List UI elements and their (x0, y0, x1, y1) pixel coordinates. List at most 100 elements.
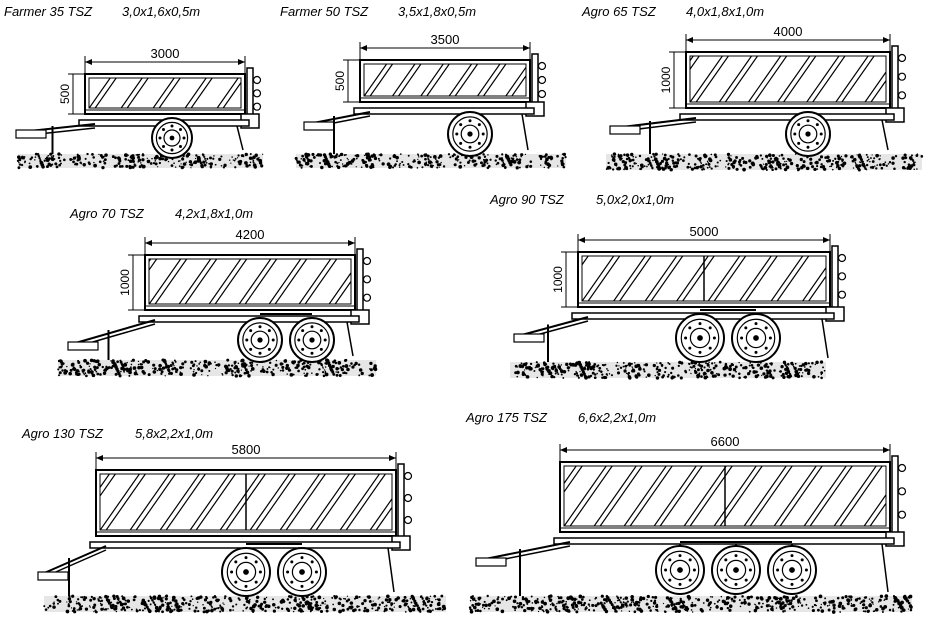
gravel-dot (48, 604, 52, 608)
gravel-dot (625, 605, 628, 608)
gravel-dot (97, 362, 102, 367)
gravel-dot (440, 161, 442, 164)
gravel-dot (301, 367, 304, 371)
hatch-stripe (500, 462, 549, 532)
gravel-dot (677, 374, 680, 377)
tailgate-post (246, 67, 254, 119)
gravel-dot (678, 154, 681, 158)
gravel-dot (434, 607, 437, 610)
gravel-dot (766, 600, 769, 602)
gravel-dot (841, 158, 844, 162)
gravel-dot (841, 596, 845, 600)
gravel-dot (652, 363, 656, 368)
gravel-dot (119, 602, 124, 607)
gravel-dot (709, 596, 712, 598)
hatch-stripe (690, 56, 724, 102)
gravel-dot (196, 601, 199, 603)
gravel-dot (761, 374, 763, 377)
wheel-bolt (477, 141, 481, 145)
gravel-dot (390, 608, 394, 612)
gravel-dot (883, 605, 888, 609)
gravel-dot (552, 362, 555, 365)
gravel-dot (754, 374, 759, 379)
gravel-dot (108, 602, 111, 604)
gravel-dot (285, 366, 289, 371)
hatch-stripe (345, 474, 387, 530)
gravel-dot (20, 155, 25, 160)
gravel-dot (653, 599, 657, 602)
gravel-dot (868, 603, 873, 608)
gravel-dot (630, 152, 634, 157)
gravel-dot (679, 158, 682, 161)
gravel-dot (577, 608, 579, 610)
gravel-dot (789, 373, 791, 376)
gravel-dot (66, 365, 68, 368)
gravel-dot (785, 595, 789, 600)
gravel-dot (272, 609, 276, 613)
gravel-dot (297, 609, 300, 612)
gravel-dot (259, 369, 263, 373)
gravel-dot (735, 370, 737, 373)
gravel-dot (471, 595, 475, 598)
gravel-dot (754, 604, 757, 606)
gravel-dot (514, 609, 517, 612)
wheel-bolt (301, 347, 305, 351)
gravel-dot (683, 156, 686, 159)
hatch-stripe (587, 60, 616, 102)
gravel-dot (347, 159, 349, 161)
gravel-dot (741, 595, 744, 598)
gravel-dot (93, 368, 97, 372)
gravel-dot (743, 600, 747, 605)
gravel-dot (93, 603, 97, 607)
wheel-bolt (459, 123, 463, 127)
gravel-dot (616, 361, 619, 364)
gravel-dot (518, 158, 522, 162)
gravel-dot (76, 609, 79, 611)
wheel-rim (452, 116, 488, 152)
gravel-dot (592, 368, 595, 371)
gravel-dot (237, 362, 240, 365)
wheel-bolt (720, 568, 724, 572)
gravel-dot (208, 369, 211, 372)
gravel-dot (780, 364, 784, 369)
gravel-dot (636, 363, 641, 368)
gravel-dot (516, 602, 519, 605)
gravel-dot (690, 609, 693, 611)
gravel-dot (843, 607, 846, 610)
hitch-eye (15, 129, 47, 139)
gravel-dot (240, 360, 242, 362)
gravel-dot (18, 158, 22, 162)
gravel-dot (733, 595, 737, 599)
gravel-dot (381, 162, 385, 166)
gravel-dot (585, 606, 587, 608)
gravel-dot (568, 595, 573, 600)
gravel-dot (92, 156, 95, 159)
hatch-stripe (283, 74, 311, 114)
hatch-stripe (268, 259, 302, 304)
gravel-dot (293, 606, 297, 610)
wheel-bolt (793, 132, 797, 136)
gravel-dot (641, 165, 644, 169)
gravel-dot (173, 359, 176, 362)
gravel-dot (512, 599, 517, 604)
trailer-model-label: Farmer 35 TSZ (4, 4, 93, 19)
hatch-stripe (806, 56, 840, 102)
gravel-dot (365, 161, 368, 164)
gravel-dot (18, 163, 22, 166)
gravel-dot (705, 362, 708, 365)
wheel-bolt (301, 329, 305, 333)
gravel-dot (82, 372, 85, 374)
gravel-dot (633, 162, 636, 165)
hatch-stripe (328, 271, 351, 304)
gravel-dot (699, 608, 703, 612)
hatch-stripe (21, 74, 49, 114)
hatch-stripe (255, 474, 297, 530)
gravel-dot (719, 159, 722, 162)
gravel-dot (82, 597, 86, 602)
gravel-dot (373, 364, 377, 368)
gravel-dot (784, 367, 788, 371)
gravel-dot (401, 160, 404, 164)
gravel-dot (137, 363, 140, 366)
gravel-dot (800, 604, 804, 607)
gravel-dot (163, 596, 165, 598)
